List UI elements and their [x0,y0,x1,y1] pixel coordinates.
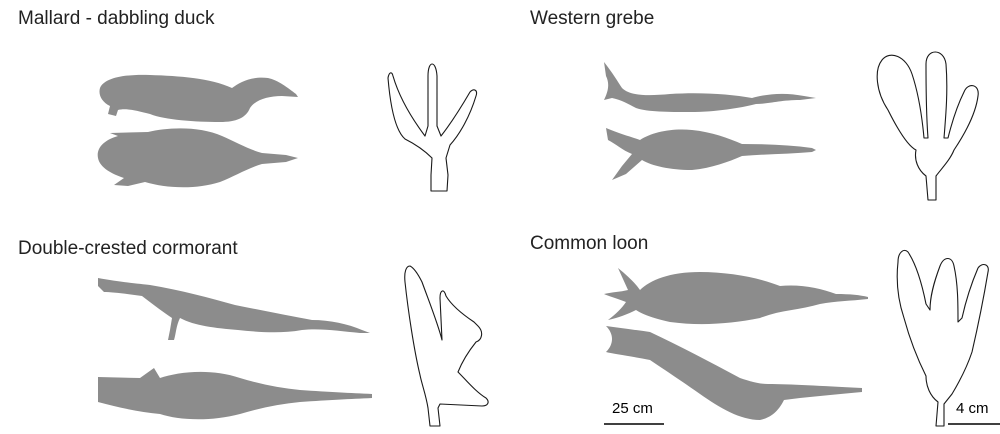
western-grebe-side-silhouette [604,62,816,112]
foot-scale-label: 4 cm [956,400,989,417]
cormorant-foot [405,266,488,426]
body-scale-label: 25 cm [612,400,653,417]
mallard-foot [388,64,477,191]
western-grebe-foot [877,52,978,200]
cormorant-side-silhouette [98,278,370,340]
cormorant-top-silhouette [98,368,372,419]
western-grebe-top-silhouette [606,128,816,180]
common-loon-top-silhouette [604,268,868,324]
mallard-top-silhouette [98,128,298,187]
mallard-side-silhouette [99,75,298,122]
